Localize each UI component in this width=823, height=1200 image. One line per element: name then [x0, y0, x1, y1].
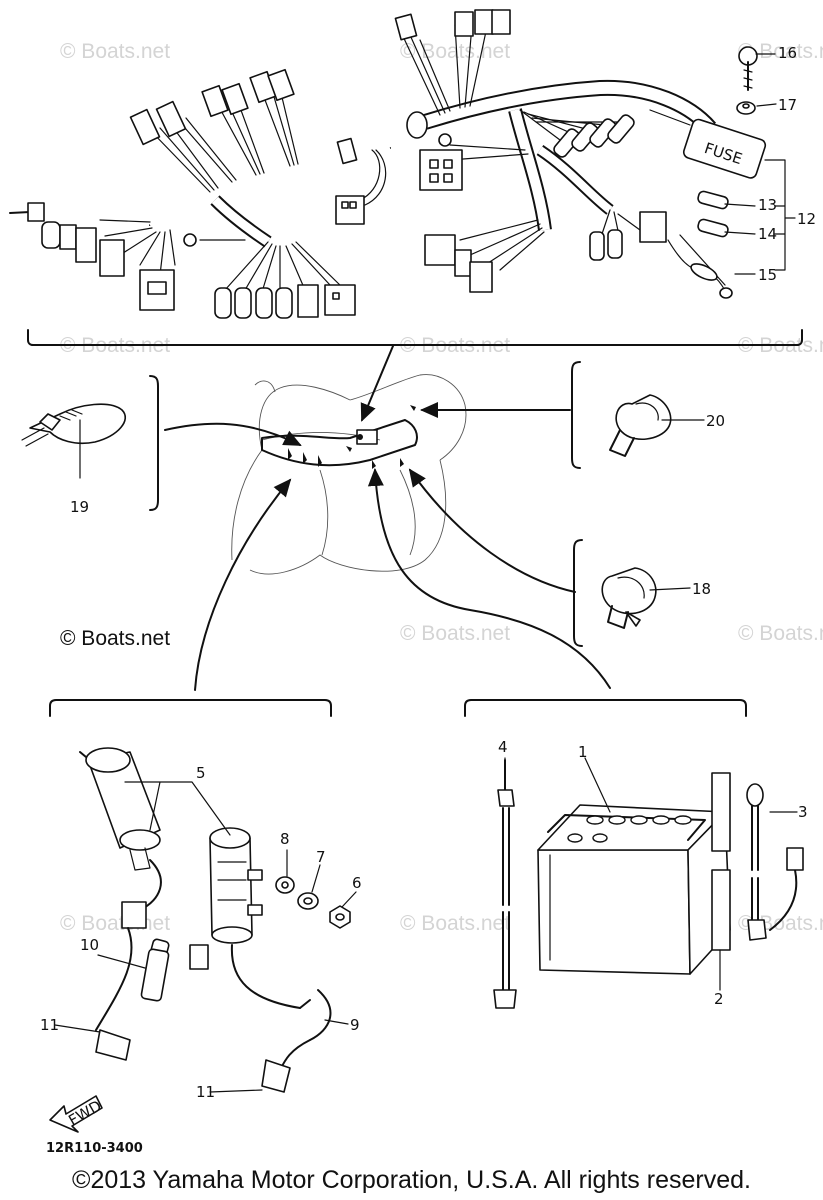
callout-11-bottom: 11: [196, 1083, 215, 1101]
callout-6: 6: [352, 874, 362, 892]
callout-1: 1: [578, 743, 588, 761]
callout-20: 20: [706, 412, 725, 430]
washers-nuts: [275, 876, 351, 929]
watermark-main: © Boats.net: [60, 627, 170, 650]
watermark: © Boats.net: [60, 912, 170, 935]
callout-19: 19: [70, 498, 89, 516]
callout-10: 10: [80, 936, 99, 954]
callout-18: 18: [692, 580, 711, 598]
motorcycle-outline: [231, 374, 467, 575]
callout-5: 5: [196, 764, 206, 782]
watermark: © Boats.net: [60, 40, 170, 63]
battery: [493, 759, 804, 1009]
callout-16: 16: [778, 44, 797, 62]
watermark: © Boats.net: [400, 622, 510, 645]
callout-12: 12: [797, 210, 816, 228]
clamp-18: [601, 567, 657, 629]
callout-13: 13: [758, 196, 777, 214]
watermark: © Boats.net: [738, 40, 823, 63]
clamp-20: [609, 394, 672, 457]
watermark: © Boats.net: [400, 912, 510, 935]
callout-9: 9: [350, 1016, 360, 1034]
fwd-arrow: FWD: [49, 1095, 105, 1133]
callout-7: 7: [316, 848, 326, 866]
callout-17: 17: [778, 96, 797, 114]
cable-tie: [21, 403, 127, 447]
callout-8: 8: [280, 830, 290, 848]
fuses-and-screws: [697, 46, 758, 238]
callout-11-left: 11: [40, 1016, 59, 1034]
callout-2: 2: [714, 990, 724, 1008]
callout-14: 14: [758, 225, 777, 243]
watermark: © Boats.net: [738, 622, 823, 645]
callout-4: 4: [498, 738, 508, 756]
callout-arrows: [164, 345, 611, 691]
diagram-code: 12R110-3400: [46, 1141, 143, 1156]
brackets: [49, 361, 747, 717]
callout-15: 15: [758, 266, 777, 284]
callout-labels: 16 17 13 14 15 12 19 20 18 1 3 4 2 5 8 7…: [40, 44, 816, 1101]
leader-lines: [54, 53, 798, 1093]
watermark: © Boats.net: [400, 40, 510, 63]
callout-3: 3: [798, 803, 808, 821]
wire-harness: FUSE: [9, 9, 803, 346]
copyright-notice: ©2013 Yamaha Motor Corporation, U.S.A. A…: [72, 1166, 751, 1194]
ignition-coils: [79, 747, 332, 1093]
